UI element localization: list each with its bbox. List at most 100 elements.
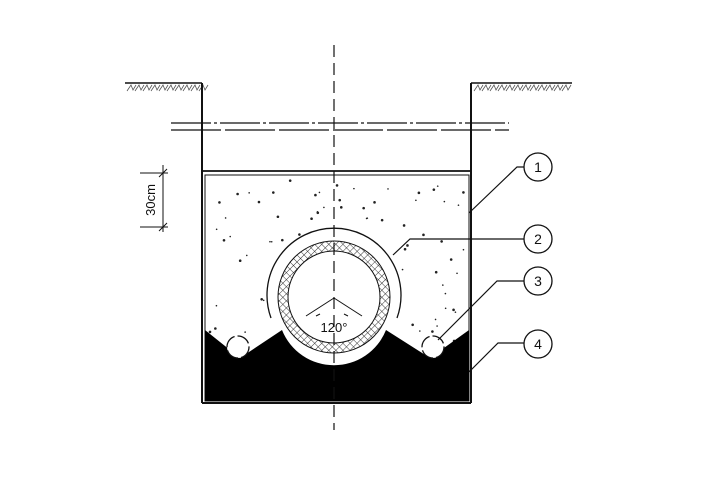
sand-dot [310,217,313,221]
sand-dot [314,193,317,197]
sand-dot [269,240,271,243]
sand-dot [260,297,264,301]
sand-dot [387,188,389,190]
callout-3: 3 [523,266,553,296]
angle-label: 120° [321,320,348,335]
sand-dot [434,270,438,274]
sand-dot [449,258,453,261]
sand-dot [276,215,280,219]
sand-dot [436,325,438,327]
soil-hatch [505,84,516,92]
sand-dot [244,331,246,333]
sand-dot [462,191,465,194]
soil-hatch [521,84,532,92]
sand-dot [316,211,320,215]
sand-dot [403,247,407,251]
sand-dot [415,199,417,202]
sand-dot [452,308,455,312]
sand-dot [257,200,261,204]
sand-dot [422,233,425,237]
sand-dot [272,191,275,194]
soil-hatch [497,84,508,92]
sand-dot [338,198,342,202]
sand-dot [298,233,301,236]
sand-dot [270,240,273,243]
sand-dot [262,299,265,302]
sand-dot [224,217,227,219]
sand-dot [406,244,409,247]
callout-4: 4 [523,329,553,359]
sand-dot [444,307,447,310]
soil-hatch [158,84,169,92]
soil-hatch [481,84,492,92]
drain-pipe-right [421,335,445,359]
callout-1-label: 1 [534,159,542,175]
sand-dot [417,191,421,195]
callout-4-label: 4 [534,336,542,352]
sand-dot [208,330,212,334]
soil-hatch [529,84,540,92]
sand-dot [215,304,218,307]
sand-dot [444,292,447,295]
sand-dot [288,179,292,182]
sand-dot [373,201,376,204]
sand-dot [229,235,231,238]
sand-dot [236,192,239,196]
soil-hatch [537,84,548,92]
gravel-bedding [205,330,469,401]
sand-dot [238,259,242,263]
sand-dot [411,323,414,327]
sand-dot [248,192,250,194]
sand-dot [318,191,321,194]
soil-hatch [150,84,161,92]
leader-lines [392,166,524,373]
sand-dot [281,238,284,242]
soil-hatch [561,84,572,92]
soil-hatch [182,84,193,92]
sand-dot [431,330,434,333]
sand-dot [353,187,355,190]
soil-hatch [545,84,556,92]
callout-2: 2 [523,224,553,254]
ground-surface [125,82,572,92]
sand-dot [434,318,437,321]
sand-dot [442,284,444,286]
sand-dot [222,239,226,242]
callout-3-label: 3 [534,273,542,289]
sand-dot [440,240,443,243]
dimension-label: 30cm [143,184,158,216]
soil-hatch [174,84,185,92]
warning-tape-lines [171,122,509,131]
sand-dot [432,188,436,191]
soil-hatch [198,84,209,92]
sand-dot [245,254,248,257]
drain-pipe-left [226,335,250,359]
soil-hatch [553,84,564,92]
soil-hatch [473,84,484,92]
soil-hatch [513,84,524,92]
sand-dot [456,272,458,275]
sand-dot [215,228,218,231]
soil-hatch [134,84,145,92]
trench-outline [201,83,472,404]
soil-hatch [190,84,201,92]
sand-dot [218,201,221,204]
angle-indicator [305,297,363,317]
sand-dot [380,218,384,222]
callout-2-label: 2 [534,231,542,247]
soil-hatch [142,84,153,92]
soil-hatch [489,84,500,92]
sand-dot [462,248,465,251]
sand-dot [362,206,365,210]
sand-dot [339,206,343,209]
sand-dot [214,327,217,330]
sand-dot [366,217,369,219]
soil-hatch [126,84,137,92]
sand-dot [323,206,325,209]
sand-dot [402,224,406,227]
sand-dot [335,184,339,187]
dimension-line [140,165,168,232]
callout-1: 1 [523,152,553,182]
sand-dot [457,204,460,206]
